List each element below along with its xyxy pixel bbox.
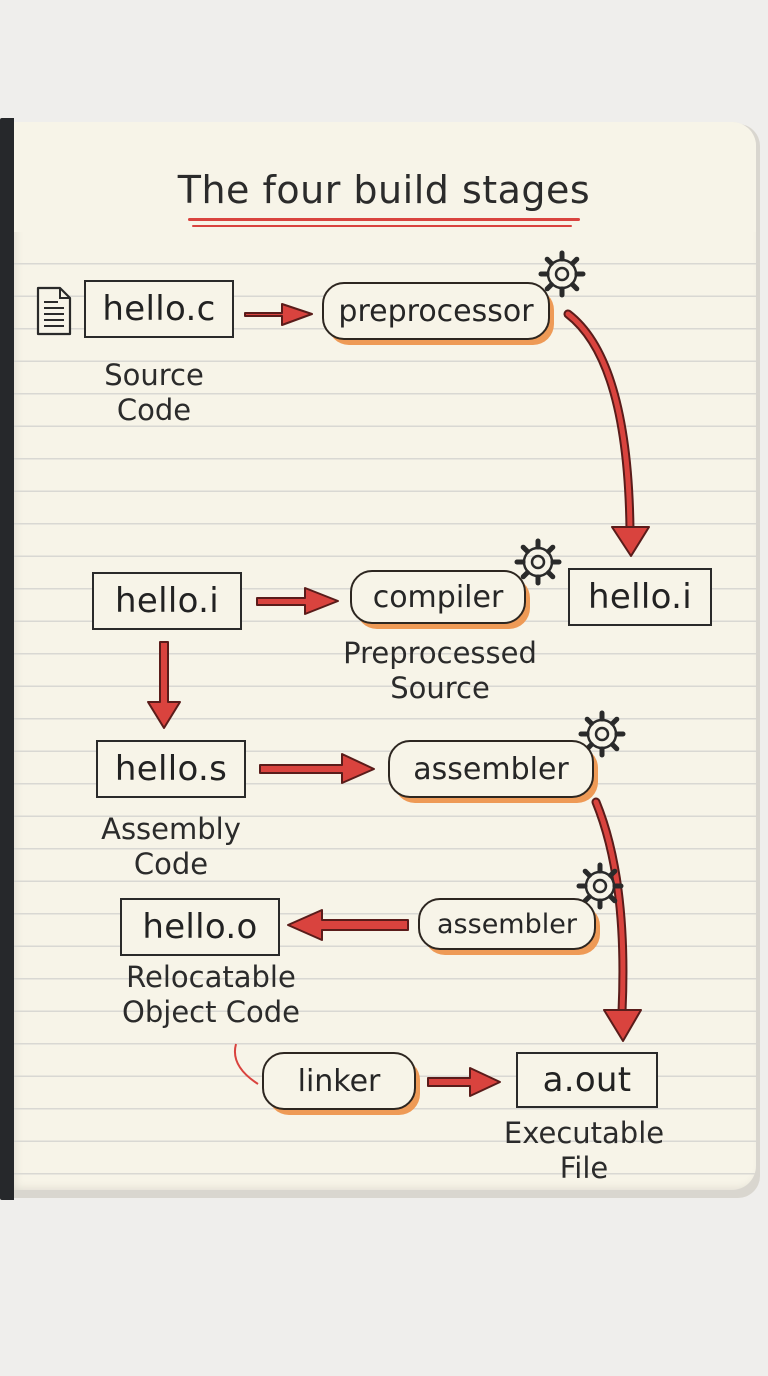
caption-assembly-code: Assembly Code	[101, 812, 241, 881]
caption-executable-file: Executable File	[503, 1116, 665, 1185]
arrow-linker-to-a-out	[427, 1067, 501, 1097]
tool-assembler-1: assembler	[388, 740, 594, 798]
linker-connector-stroke	[234, 1043, 259, 1085]
file-hello-s: hello.s	[96, 740, 246, 798]
title-underline	[188, 218, 580, 221]
gear-icon	[538, 250, 586, 298]
arrow-hello-i-to-hello-s	[147, 641, 181, 729]
gear-icon	[514, 538, 562, 586]
arrow-hello-s-to-assembler	[259, 753, 375, 784]
caption-source-code: Source Code	[104, 358, 204, 427]
gear-icon	[576, 862, 624, 910]
file-hello-i-left: hello.i	[92, 572, 242, 630]
document-icon	[36, 286, 72, 336]
tool-linker: linker	[262, 1052, 416, 1110]
notebook-spine	[0, 118, 14, 1200]
tool-compiler: compiler	[350, 570, 526, 624]
arrow-hello-i-to-compiler	[256, 587, 339, 615]
file-hello-i-right: hello.i	[568, 568, 712, 626]
arrow-assembler-to-hello-o	[287, 909, 409, 941]
tool-assembler-2: assembler	[418, 898, 596, 950]
file-a-out: a.out	[516, 1052, 658, 1108]
arrow-preprocessor-to-hello-i	[563, 309, 650, 557]
arrow-hello-c-to-preprocessor	[244, 303, 313, 326]
caption-preprocessed-source: Preprocessed Source	[343, 636, 537, 705]
file-hello-c: hello.c	[84, 280, 234, 338]
diagram-title: The four build stages	[177, 168, 591, 212]
file-hello-o: hello.o	[120, 898, 280, 956]
page-top-margin	[8, 122, 756, 232]
caption-relocatable-object-code: Relocatable Object Code	[122, 960, 300, 1029]
tool-preprocessor: preprocessor	[322, 282, 550, 340]
gear-icon	[578, 710, 626, 758]
arrow-assembler-to-a-out	[591, 797, 642, 1042]
title-underline-2	[192, 225, 572, 227]
